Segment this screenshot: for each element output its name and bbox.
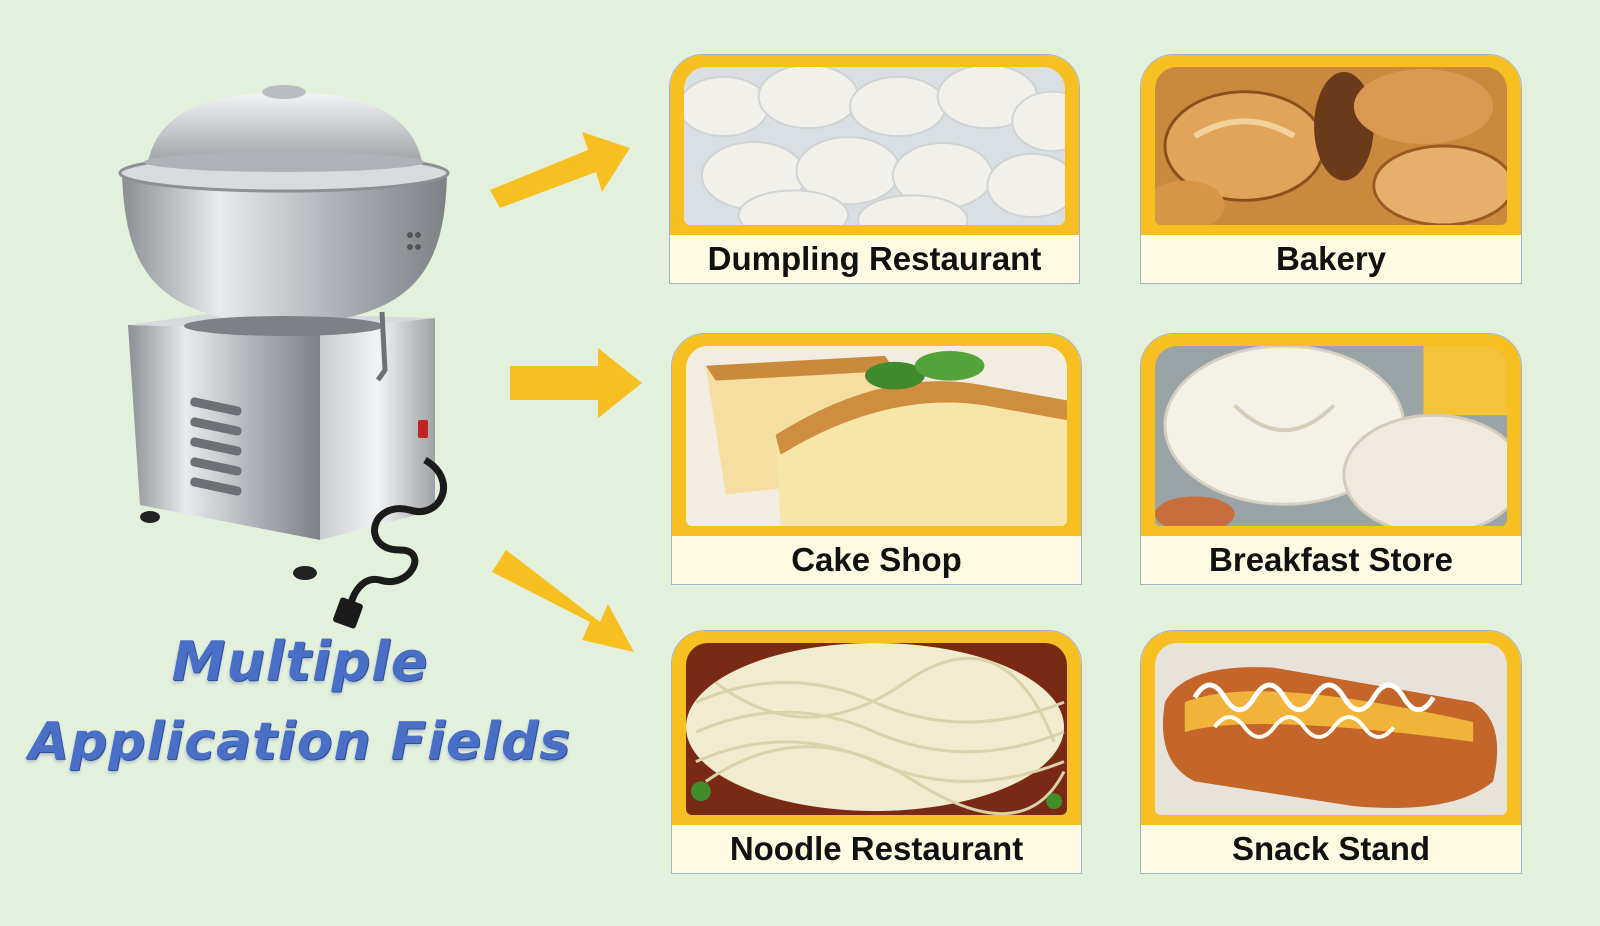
headline-line-2: Application Fields bbox=[28, 712, 572, 772]
card-dumpling-restaurant: Dumpling Restaurant bbox=[669, 54, 1080, 284]
card-bakery: Bakery bbox=[1140, 54, 1522, 284]
arrow-down-right-icon bbox=[492, 550, 634, 652]
headline-line-1: Multiple bbox=[171, 630, 429, 693]
dough-mixer-machine-icon bbox=[110, 80, 470, 640]
card-label: Breakfast Store bbox=[1209, 541, 1453, 578]
card-cake-shop: Cake Shop bbox=[671, 333, 1082, 585]
bread-photo bbox=[1155, 67, 1507, 225]
arrow-right-icon bbox=[510, 348, 642, 418]
dumplings-photo bbox=[684, 67, 1065, 225]
noodles-photo bbox=[686, 643, 1067, 815]
hot-dog-photo bbox=[1155, 643, 1507, 815]
card-label: Bakery bbox=[1275, 240, 1387, 277]
card-label: Dumpling Restaurant bbox=[707, 240, 1042, 277]
arrow-up-right-icon bbox=[490, 132, 630, 208]
card-noodle-restaurant: Noodle Restaurant bbox=[671, 630, 1082, 874]
sponge-cake-photo bbox=[686, 346, 1067, 526]
card-label: Noodle Restaurant bbox=[729, 830, 1024, 867]
card-breakfast-store: Breakfast Store bbox=[1140, 333, 1522, 585]
card-label: Cake Shop bbox=[791, 541, 962, 578]
card-snack-stand: Snack Stand bbox=[1140, 630, 1522, 874]
card-label: Snack Stand bbox=[1231, 830, 1431, 867]
steamed-buns-photo bbox=[1155, 346, 1507, 526]
